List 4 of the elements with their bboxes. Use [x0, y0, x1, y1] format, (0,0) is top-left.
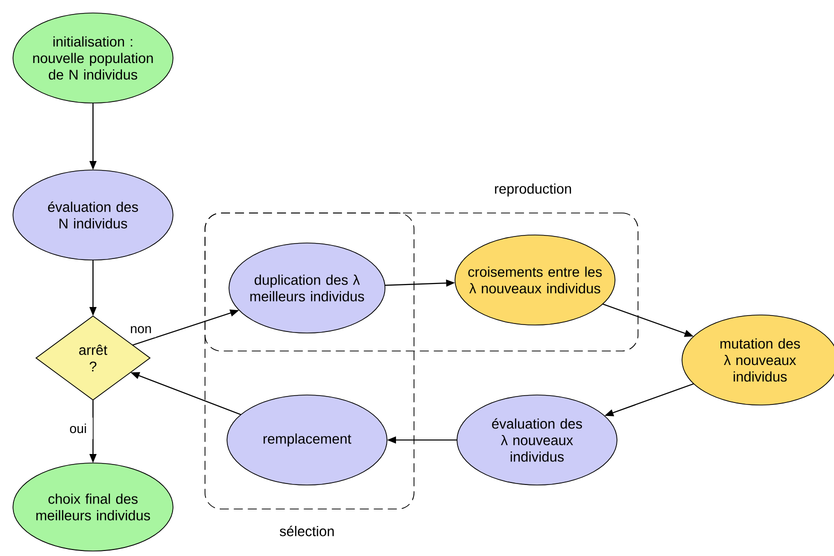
node-label: sélection: [280, 526, 334, 536]
edge-label: oui: [70, 424, 86, 434]
node-label: reproduction: [495, 183, 572, 197]
edge-label: non: [130, 326, 151, 334]
